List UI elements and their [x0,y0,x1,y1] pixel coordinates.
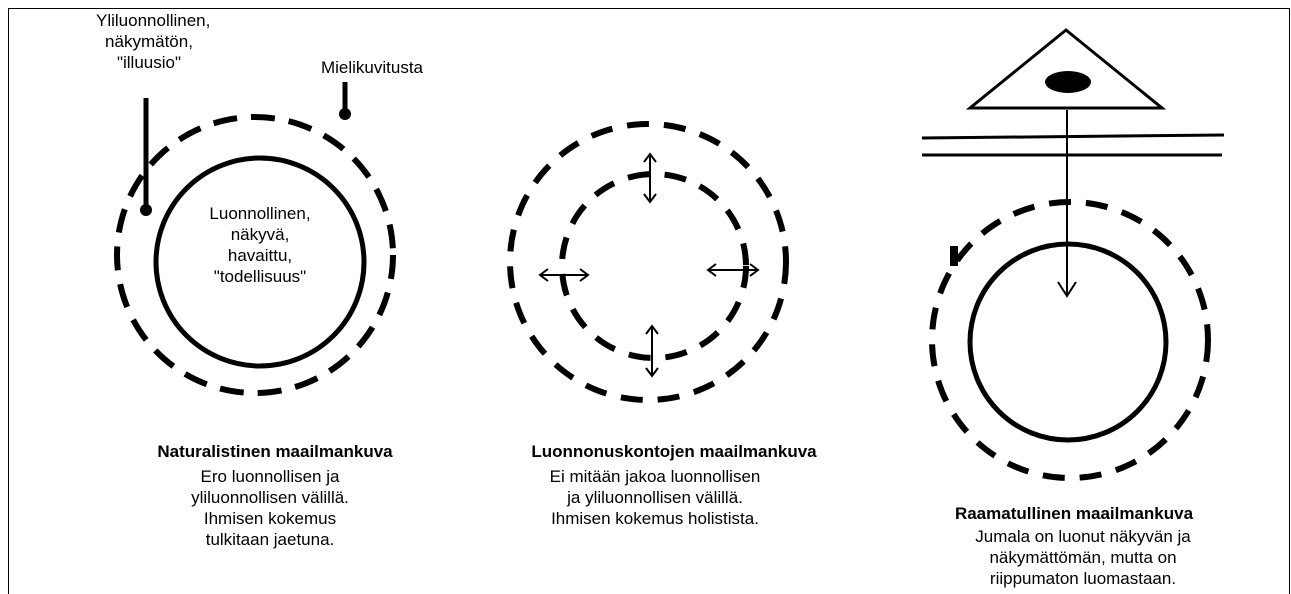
triangle-god-symbol [965,28,1167,110]
natural-inner-label-line: Luonnollinen, [209,204,311,223]
double-arrow-right [706,263,760,277]
naturalistic-description-line: yliluonnollisen välillä. [191,488,349,507]
naturalistic-description-line: tulkitaan jaetuna. [205,530,335,549]
nature-religions-description-line: ja yliluonnollisen välillä. [567,488,743,507]
biblical-description-line: näkymättömän, mutta on [989,548,1177,567]
pointer-dot-imagination [339,108,351,120]
diagram-frame [8,8,1290,594]
supernatural-label-line: Yliluonnollinen, [96,11,211,30]
natural-inner-label-line: havaittu, [227,246,293,265]
biblical-description: Jumala on luonut näkyvän ja näkymättömän… [928,526,1238,589]
naturalistic-description-line: Ero luonnollisen ja [200,467,340,486]
pointer-dot-supernatural [140,204,152,216]
nature-religions-diagram [507,121,789,403]
double-arrow-top [643,152,657,204]
biblical-diagram [921,28,1225,481]
nature-religions-title: Luonnonuskontojen maailmankuva [531,442,817,461]
nature-religions-description-line: Ihmisen kokemus holistista. [551,509,759,528]
double-arrow-left [538,268,590,282]
biblical-description-line: Jumala on luonut näkyvän ja [975,527,1191,546]
nature-religions-description-line: Ei mitään jakoa luonnollisen [549,467,761,486]
natural-inner-label-line: näkyvä, [230,225,290,244]
outer-dashed-circle-biblical [929,199,1211,481]
natural-inner-label: Luonnollinen, näkyvä, havaittu, "todelli… [180,203,340,287]
naturalistic-title: Naturalistinen maailmankuva [157,442,393,461]
separator-line-upper [921,133,1225,140]
double-arrow-bottom [645,324,659,378]
dash-mark-left [950,246,958,266]
inner-solid-circle-naturalistic [153,155,367,369]
biblical-title: Raamatullinen maailmankuva [954,504,1194,523]
biblical-description-line: riippumaton luomastaan. [989,569,1177,588]
eye-symbol [1045,71,1091,93]
outer-dashed-circle-naturalistic [114,114,396,396]
imagination-label: Mielikuvitusta [320,58,424,77]
naturalistic-description-line: Ihmisen kokemus [203,509,337,528]
creation-arrow [1057,110,1077,298]
naturalistic-description: Ero luonnollisen ja yliluonnollisen väli… [120,466,420,550]
nature-religions-description: Ei mitään jakoa luonnollisen ja yliluonn… [500,466,810,529]
supernatural-label: Yliluonnollinen, näkymätön, "illuusio" [96,10,211,73]
outer-dashed-circle-nature [507,121,789,403]
supernatural-label-line: näkymätön, [105,32,193,51]
natural-inner-label-line: "todellisuus" [213,267,307,286]
supernatural-label-line: "illuusio" [116,53,182,72]
inner-dashed-circle-nature [559,171,749,361]
naturalistic-diagram [114,82,396,396]
